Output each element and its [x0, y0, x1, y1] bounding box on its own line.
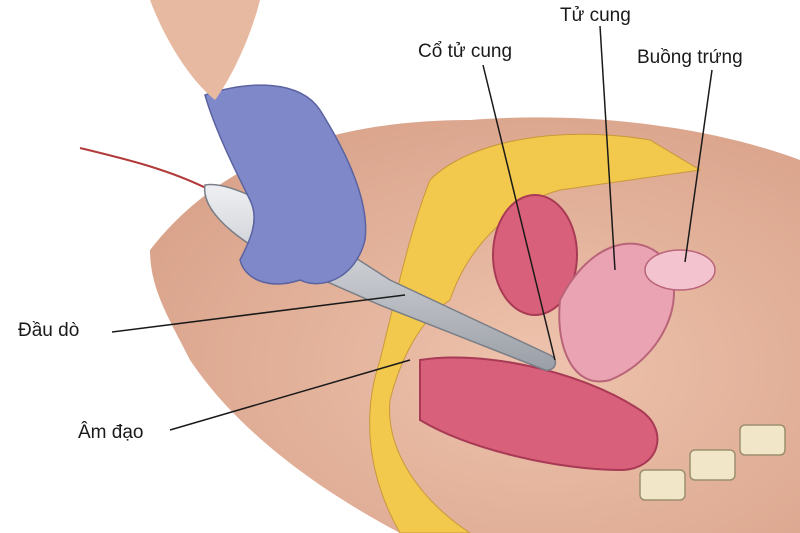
- leader-lines: [111, 25, 713, 431]
- leader-am-dao: [169, 359, 411, 431]
- forearm: [150, 0, 260, 100]
- gloved-hand: [204, 84, 367, 285]
- ovary: [644, 249, 716, 291]
- label-probe: Đầu dò: [18, 320, 80, 341]
- probe-cable: [79, 147, 211, 191]
- leader-co-tu-cung: [482, 64, 556, 361]
- leader-dau-do: [111, 294, 406, 333]
- leader-tu-cung: [599, 25, 616, 271]
- spine: [639, 424, 786, 501]
- label-vagina: Âm đạo: [78, 422, 144, 443]
- label-cervix: Cổ tử cung: [418, 41, 513, 62]
- rectum: [419, 356, 659, 472]
- bladder: [492, 194, 578, 316]
- label-uterus: Tử cung: [560, 5, 631, 26]
- leader-buong-trung: [684, 69, 713, 263]
- label-ovary: Buồng trứng: [637, 47, 743, 68]
- fat-layer: [369, 133, 702, 533]
